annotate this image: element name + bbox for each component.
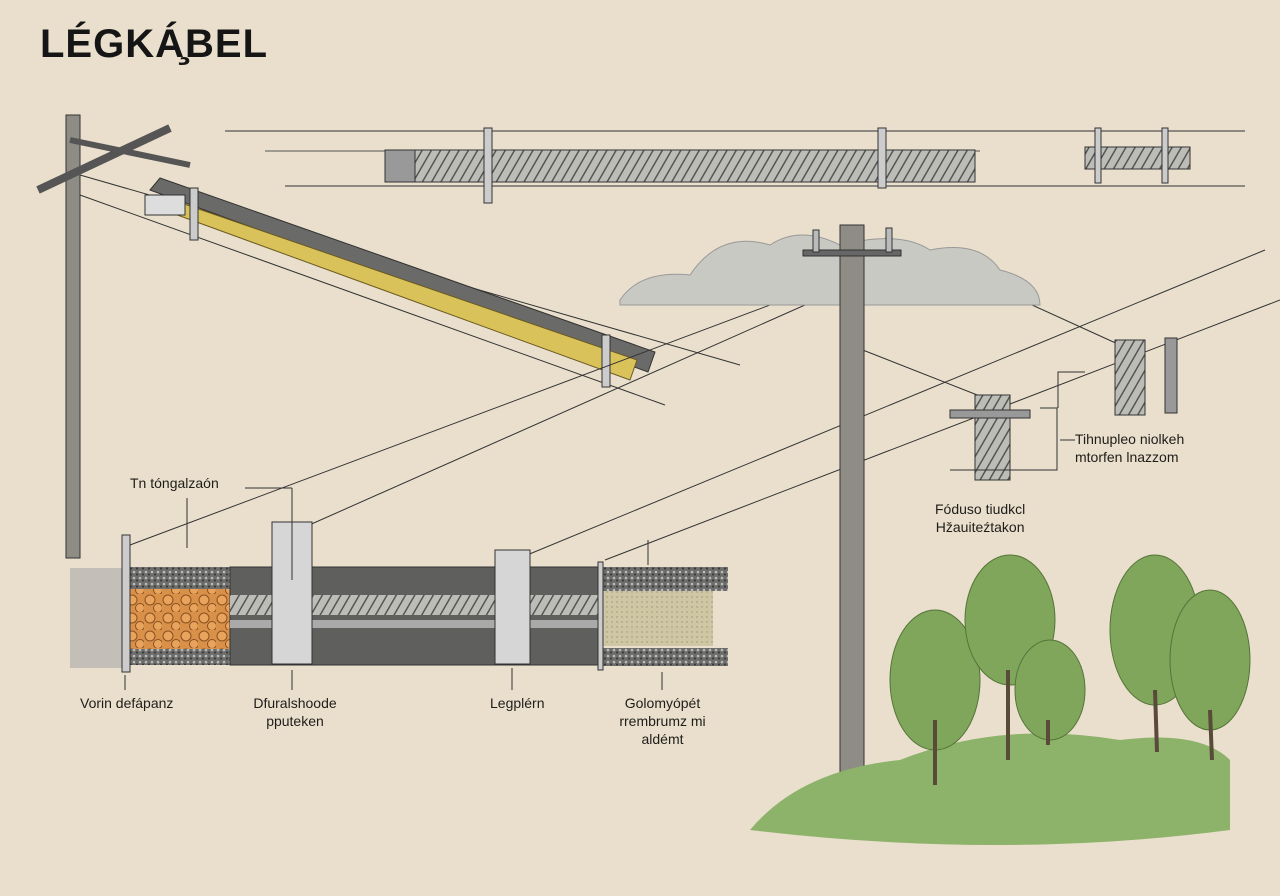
- label-bottom-2: Dfuralshoode pputeken: [240, 694, 350, 730]
- diagonal-cable: [79, 174, 741, 406]
- label-bottom-4: Golomyópét rrembrumz mi aldémt: [600, 694, 725, 748]
- label-bottom-2-line2: pputeken: [266, 713, 324, 729]
- label-right-1-line2: mtorfen lnazzom: [1075, 449, 1179, 465]
- right-fittings: [949, 337, 1178, 481]
- center-pole: [802, 224, 902, 816]
- label-bottom-4-line3: aldémt: [641, 731, 684, 747]
- label-bottom-1: Vorin defápanz: [80, 695, 174, 711]
- label-right-1: Tihnupleo niolkeh mtorfen lnazzom: [1075, 430, 1184, 466]
- label-right-2-line1: Fóduso tiudkcl: [935, 501, 1026, 517]
- label-bottom-2-line1: Dfuralshoode: [253, 695, 337, 711]
- label-right-2-line2: Hžauiteźtakon: [935, 519, 1025, 535]
- trench-section: [70, 487, 728, 690]
- label-bottom-4-line2: rrembrumz mi: [619, 713, 706, 729]
- label-right-1-line1: Tihnupleo niolkeh: [1075, 431, 1185, 447]
- cloud: [619, 234, 1041, 306]
- label-right-2: Fóduso tiudkcl Hžauiteźtakon: [935, 500, 1025, 536]
- trees: [750, 554, 1251, 845]
- top-cable-section: [225, 127, 1245, 204]
- label-bottom-4-line1: Golomyópét: [624, 695, 701, 711]
- diagram-title: LÉGKÁ̧BEL: [40, 22, 268, 66]
- label-top-left: Tn tóngalzaón: [130, 475, 219, 491]
- label-bottom-3: Legplérn: [490, 695, 545, 711]
- left-pole: [36, 114, 191, 559]
